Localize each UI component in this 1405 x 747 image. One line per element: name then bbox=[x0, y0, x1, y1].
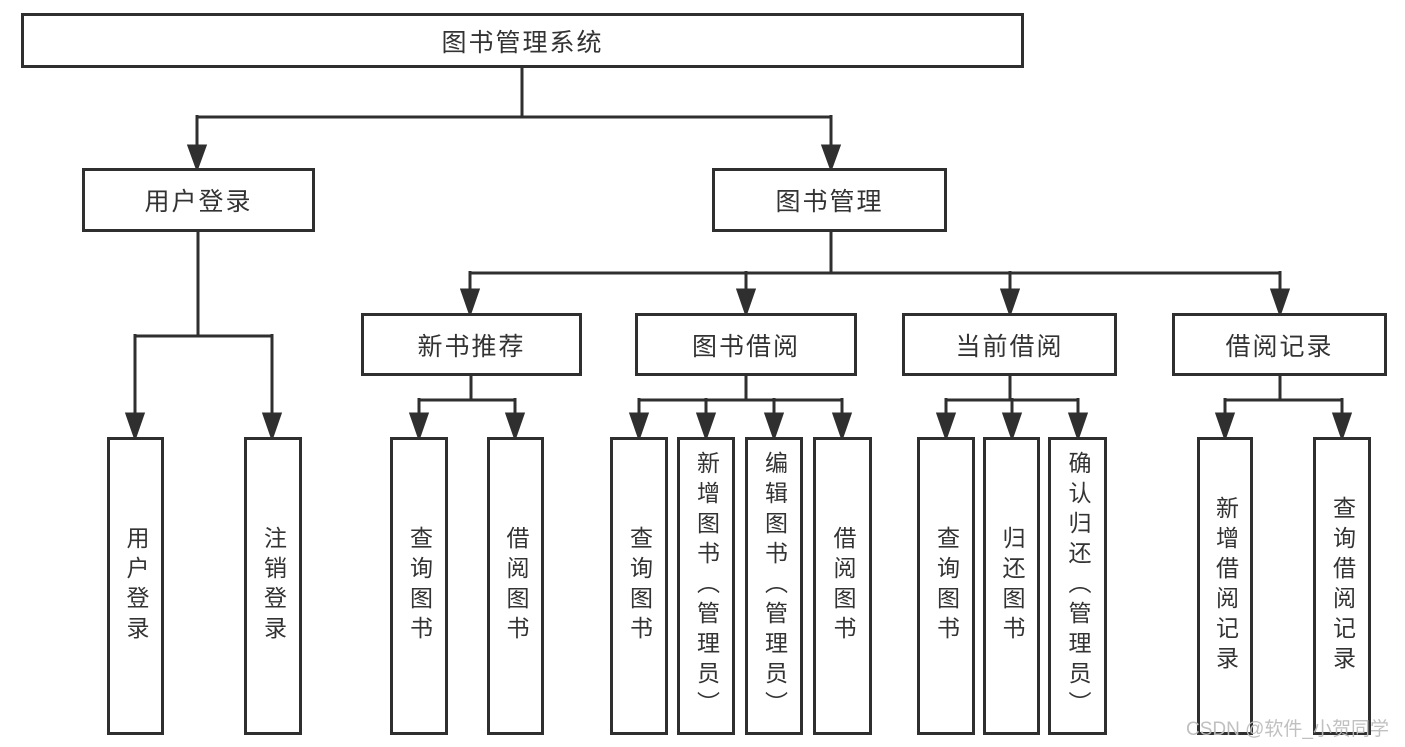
leaf-return-books: 归还图书 bbox=[983, 437, 1040, 735]
leaf-query-books-borrow: 查询图书 bbox=[610, 437, 668, 735]
leaf-query-books-current: 查询图书 bbox=[917, 437, 975, 735]
node-current-borrow: 当前借阅 bbox=[902, 313, 1117, 376]
leaf-query-borrow-record: 查询借阅记录 bbox=[1313, 437, 1371, 735]
leaf-logout: 注销登录 bbox=[244, 437, 302, 735]
node-book-management: 图书管理 bbox=[712, 168, 947, 232]
leaf-query-books-recommend: 查询图书 bbox=[390, 437, 448, 735]
leaf-borrow-books-recommend: 借阅图书 bbox=[487, 437, 544, 735]
csdn-watermark: CSDN @软件_小贺同学 bbox=[1186, 719, 1389, 740]
leaf-confirm-return-admin: 确认归还（管理员） bbox=[1048, 437, 1107, 735]
node-borrow-records: 借阅记录 bbox=[1172, 313, 1387, 376]
node-user-login: 用户登录 bbox=[82, 168, 315, 232]
leaf-edit-books-admin: 编辑图书（管理员） bbox=[745, 437, 803, 735]
leaf-add-books-admin: 新增图书（管理员） bbox=[677, 437, 735, 735]
node-book-borrow: 图书借阅 bbox=[635, 313, 857, 376]
node-new-book-recommend: 新书推荐 bbox=[361, 313, 582, 376]
leaf-borrow-books: 借阅图书 bbox=[813, 437, 872, 735]
leaf-user-login: 用户登录 bbox=[107, 437, 164, 735]
leaf-add-borrow-record: 新增借阅记录 bbox=[1197, 437, 1253, 735]
node-root-library-system: 图书管理系统 bbox=[21, 13, 1024, 68]
